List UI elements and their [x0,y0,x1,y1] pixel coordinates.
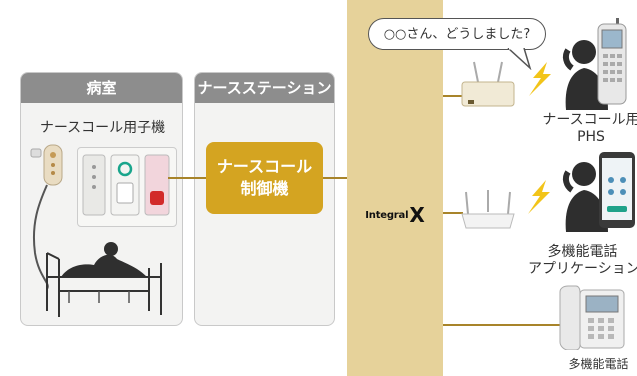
phs-label-line2: PHS [577,129,605,145]
wireless-signal-icon [529,62,551,96]
wire-pbx-to-ap1 [443,95,463,97]
wire-controller-to-pbx [323,177,347,179]
phs-label-line1: ナースコール用 [542,112,637,128]
speech-bubble: ○○さん、どうしました? [368,18,546,50]
smartphone-label-line2: アプリケーション [528,261,637,277]
wire-pbx-to-ap2 [443,212,463,214]
phs-handset-icon [597,18,627,105]
wire-room-to-controller [168,177,206,179]
pbx-band [347,0,443,376]
controller-line2: 制御機 [240,179,289,198]
wire-pbx-to-deskphone [443,324,563,326]
speech-bubble-tail [507,48,532,70]
smartphone-label: 多機能電話 アプリケーション [528,244,637,278]
smartphone-label-line1: 多機能電話 [547,244,618,260]
smartphone-icon [599,152,635,228]
station-panel-title: ナースステーション [195,73,334,103]
hospital-bed-icon [46,242,162,317]
staff-silhouette-icon [562,162,608,232]
integral-logo-text: Integral [365,209,409,221]
desk-phone-icon [559,285,625,350]
nurse-call-handset-label: ナースコール用子機 [39,120,166,136]
x-logo-mark: X [409,203,425,227]
integral-x-logo: Integral X [360,203,430,227]
desk-phone-label: 多機能電話 [568,357,629,371]
nurse-call-controller: ナースコール 制御機 [206,142,323,214]
call-button-panel-icon [82,154,170,216]
room-panel: 病室 ナースコール用子機 [20,72,183,326]
wireless-router-icon [461,190,515,229]
controller-line1: ナースコール [216,157,313,176]
room-panel-title: 病室 [21,73,182,103]
wireless-signal-icon-2 [528,180,550,214]
phs-label: ナースコール用 PHS [536,112,637,146]
wireless-access-point-icon [461,61,515,107]
nurse-silhouette-icon [562,40,608,110]
